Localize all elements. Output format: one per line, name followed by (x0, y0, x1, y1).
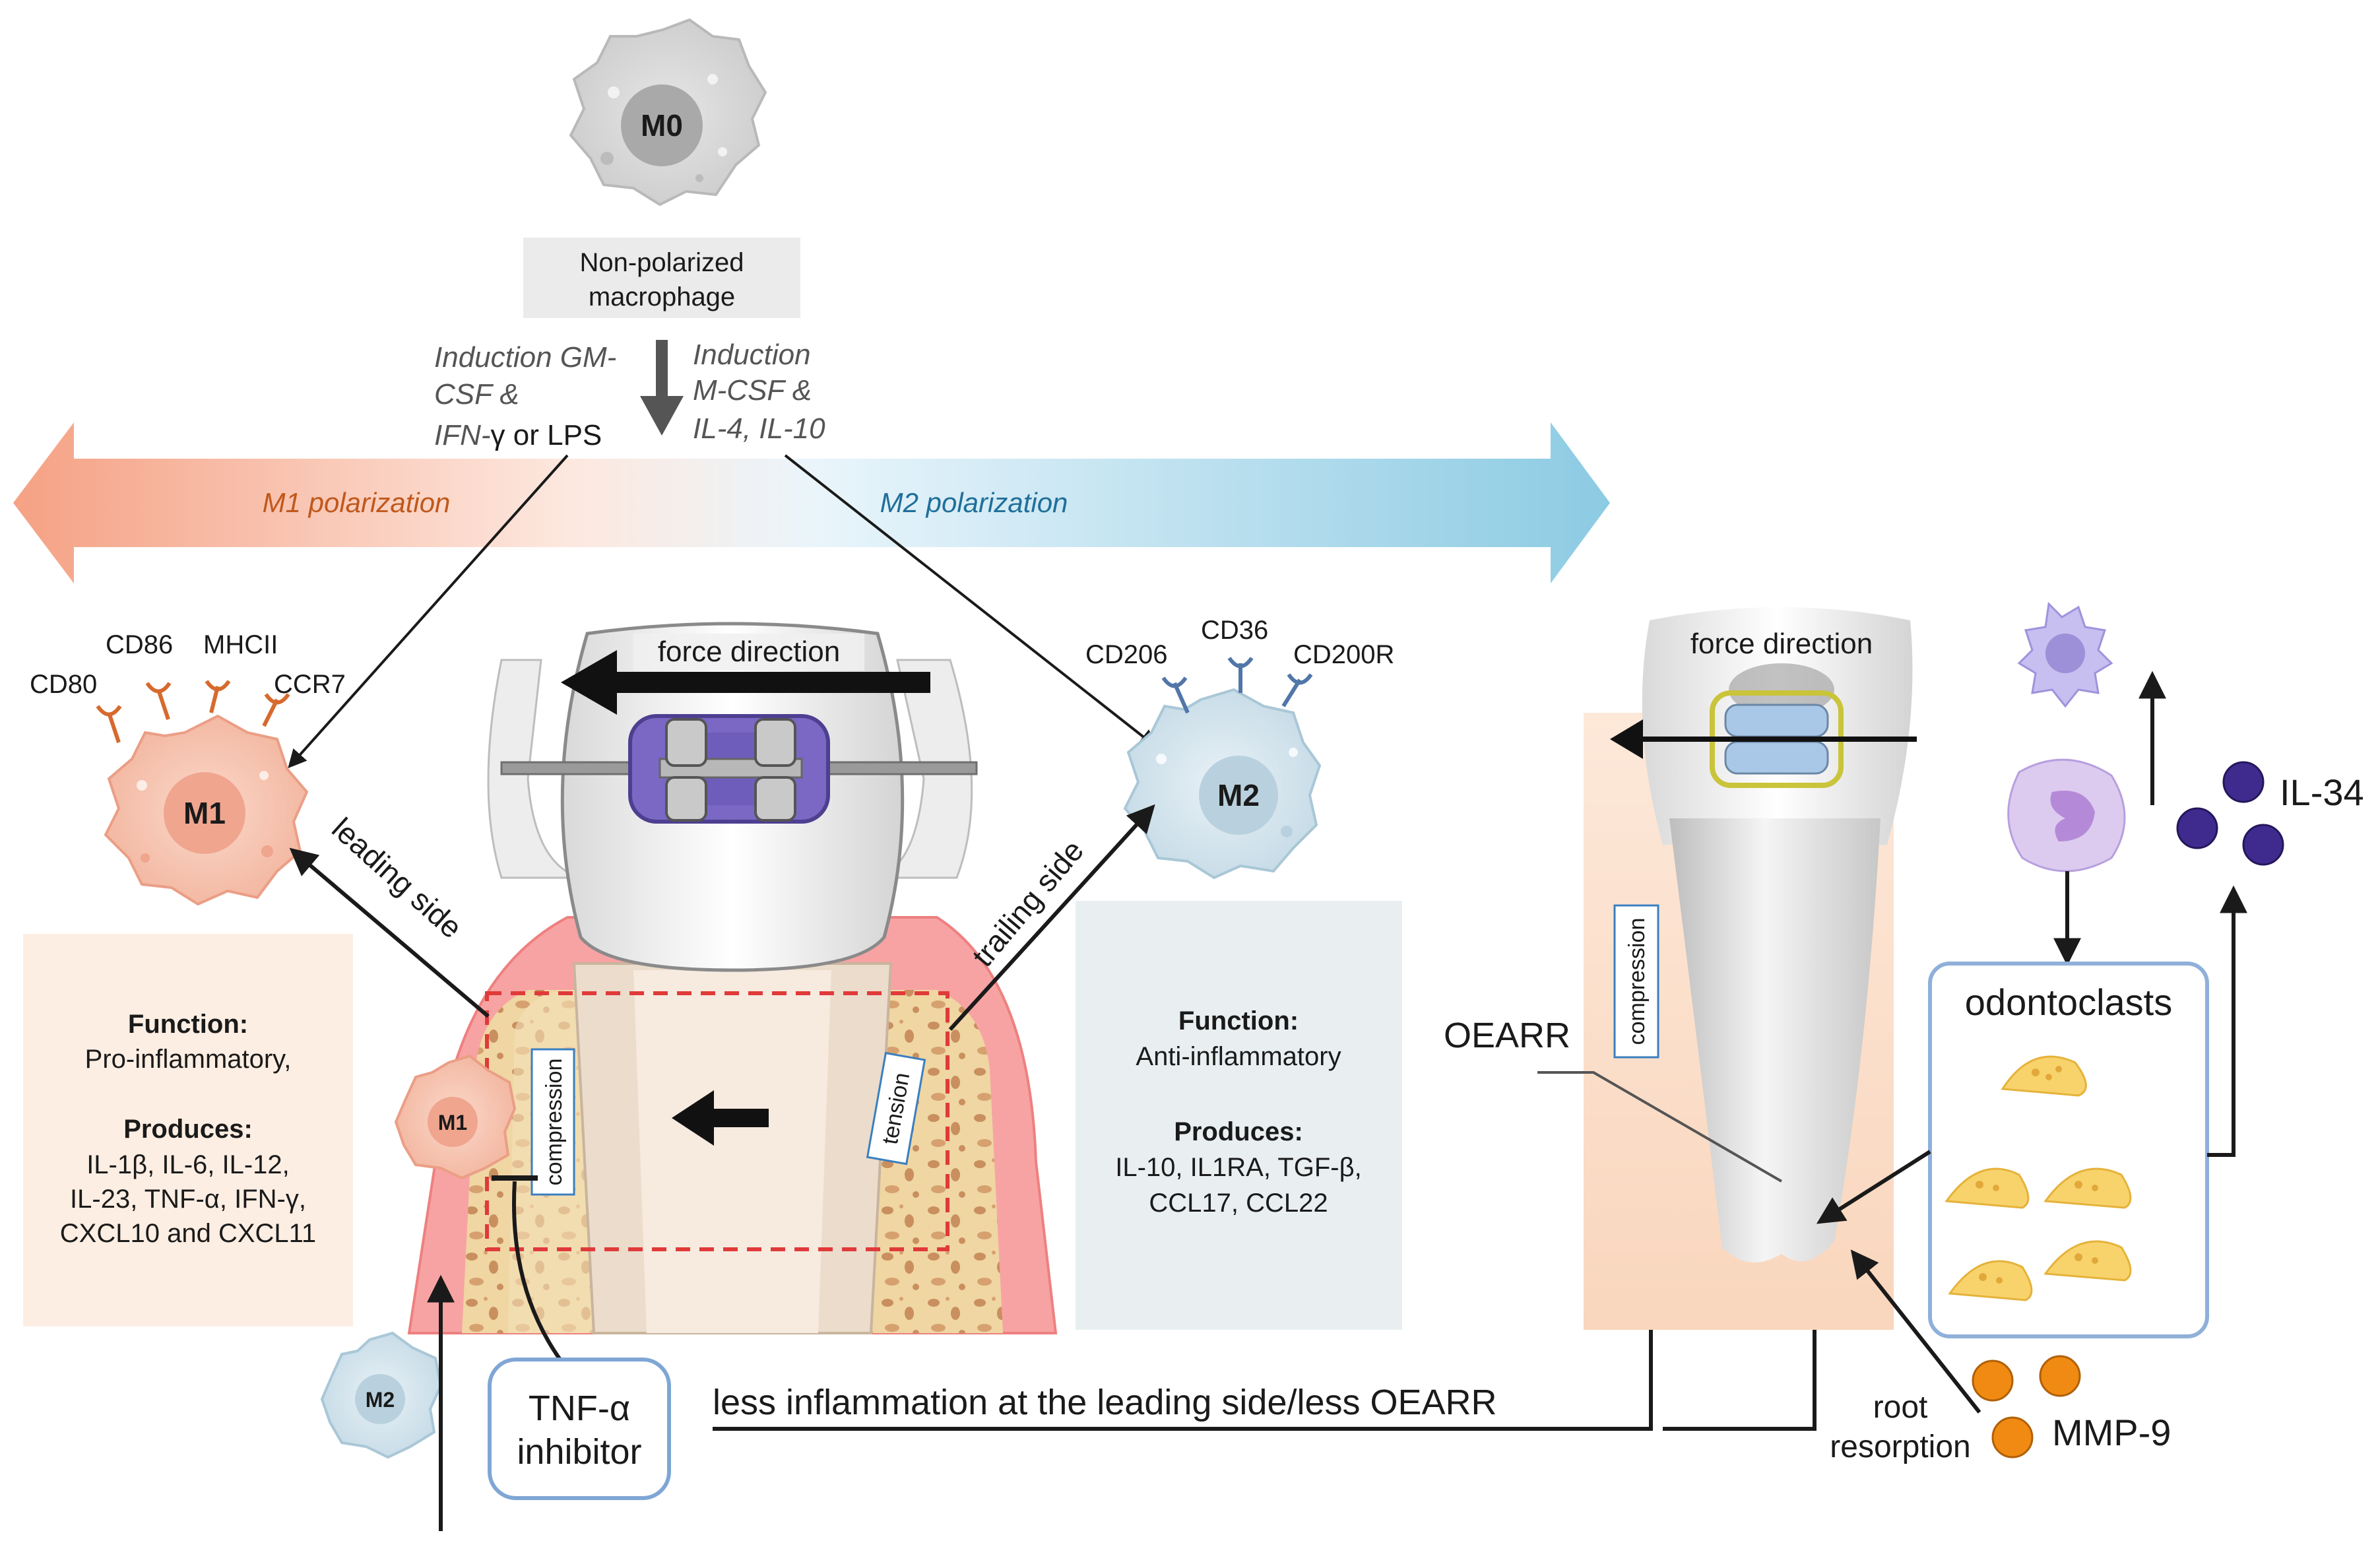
odontoclast-to-il34-arrow (2207, 885, 2247, 1157)
m2-function-box (1076, 901, 1402, 1330)
trailing-side-label: trailing side (965, 834, 1090, 973)
m0-caption-box (523, 238, 800, 318)
root-resorption-line1: root (1873, 1390, 1928, 1425)
root-resorption-line2: resorption (1830, 1429, 1970, 1464)
odontoclasts-box (1928, 962, 2209, 1338)
m2-polarization-label: M2 polarization (880, 487, 1068, 518)
tnf-inhibitor-box (488, 1358, 671, 1500)
trailing-side-arrow (948, 804, 1155, 1032)
m2-function-text: Anti-inflammatory (1136, 1042, 1341, 1071)
m2-produces-line2: CCL17, CCL22 (1149, 1189, 1328, 1218)
induction-m2-line3: IL-4, IL-10 (693, 412, 825, 445)
m1-produces-line3: CXCL10 and CXCL11 (60, 1219, 316, 1248)
m2-cell: M2 (1123, 688, 1322, 880)
m1-produces-line2: IL-23, TNF-α, IFN-γ, (70, 1185, 306, 1214)
odontoclast-to-root-arrow (1816, 1150, 1931, 1224)
left-force-arrow (561, 650, 930, 715)
small-m2-cell: M2 (320, 1331, 443, 1459)
mmp9-to-root-arrow (1850, 1249, 1981, 1414)
small-m1-cell: M1 (394, 1054, 517, 1180)
tnf-inhibitor-line1: TNF-α (529, 1389, 630, 1428)
right-compression-label: compression (1613, 904, 1659, 1059)
left-force-label: force direction (658, 636, 840, 668)
induction-m1-line2: CSF & (434, 378, 519, 410)
m1-induction-line (288, 454, 569, 769)
m1-function-box (23, 934, 353, 1327)
m2-function-heading: Function: (1178, 1006, 1299, 1035)
right-force-label: force direction (1690, 628, 1873, 660)
oearr-pointer (1537, 1071, 1783, 1183)
leading-side-arrow (289, 847, 490, 1018)
m2-receptor-icons (1161, 657, 1313, 714)
left-compression-label: compression (531, 1048, 575, 1196)
mmp9-particles (1972, 1355, 2081, 1459)
induction-arrow (640, 340, 684, 436)
tnf-inhibitor-line2: inhibitor (517, 1432, 641, 1472)
left-force-label-bg (633, 634, 864, 671)
left-tooth-illustration (407, 622, 1058, 1334)
right-force-arrow (1610, 719, 1917, 759)
m1-produces-heading: Produces: (123, 1115, 253, 1144)
inhibitor-curve (512, 1181, 569, 1371)
m1-cell: M1 (104, 714, 309, 906)
monocyte-icon (2007, 758, 2126, 872)
m1-function-heading: Function: (128, 1010, 248, 1039)
svg-text:compression: compression (1624, 918, 1650, 1045)
m1-marker-cd80: CD80 (30, 670, 97, 699)
dendritic-cell-icon (2017, 601, 2113, 708)
m1-polarization-label: M1 polarization (263, 487, 451, 518)
m0-cell: M0 (569, 18, 767, 207)
m1-produces-line1: IL-1β, IL-6, IL-12, (86, 1150, 290, 1179)
m1-cell-label: M1 (183, 796, 226, 830)
m2-marker-cd206: CD206 (1085, 640, 1168, 669)
induction-m2-line1: Induction (693, 339, 811, 371)
m2-induction-line (784, 454, 1158, 748)
m1-marker-ccr7: CCR7 (274, 670, 346, 699)
odontoclast-cells (1945, 1055, 2132, 1301)
leading-side-label: leading side (325, 811, 468, 945)
induction-m2-line2: M-CSF & (693, 374, 812, 407)
il34-particles (2176, 761, 2284, 866)
m0-caption-line1: Non-polarized (579, 248, 744, 277)
m1-marker-mhcii: MHCII (203, 630, 278, 659)
m2-marker-cd200r: CD200R (1293, 640, 1394, 669)
inner-force-arrow (672, 1090, 769, 1146)
svg-text:compression: compression (542, 1059, 567, 1186)
inhibitor-effect-text: less inflammation at the leading side/le… (713, 1383, 1497, 1422)
m1-receptor-icons (96, 680, 290, 743)
polarization-arrow (13, 422, 1610, 583)
m2-cell-label: M2 (1217, 778, 1260, 812)
oearr-label: OEARR (1444, 1016, 1570, 1055)
induction-m1-line1: Induction GM- (434, 341, 616, 374)
mmp9-label: MMP-9 (2052, 1412, 2171, 1453)
il34-label: IL-34 (2280, 771, 2364, 813)
odontoclasts-label: odontoclasts (1965, 981, 2172, 1023)
induction-m1-line3: IFN-γ or LPS (434, 419, 602, 451)
tension-label: tension (866, 1051, 926, 1165)
m1-function-text: Pro-inflammatory, (85, 1045, 292, 1074)
m1-marker-cd86: CD86 (106, 630, 173, 659)
svg-text:M1: M1 (438, 1111, 467, 1134)
m2-produces-heading: Produces: (1174, 1117, 1303, 1146)
m2-produces-line1: IL-10, IL1RA, TGF-β, (1115, 1153, 1362, 1182)
m0-cell-label: M0 (641, 108, 683, 143)
m2-marker-cd36: CD36 (1201, 616, 1268, 645)
svg-text:M2: M2 (366, 1388, 395, 1412)
m0-caption-line2: macrophage (589, 282, 735, 311)
odontoclast-nuclei (1976, 1066, 2098, 1284)
